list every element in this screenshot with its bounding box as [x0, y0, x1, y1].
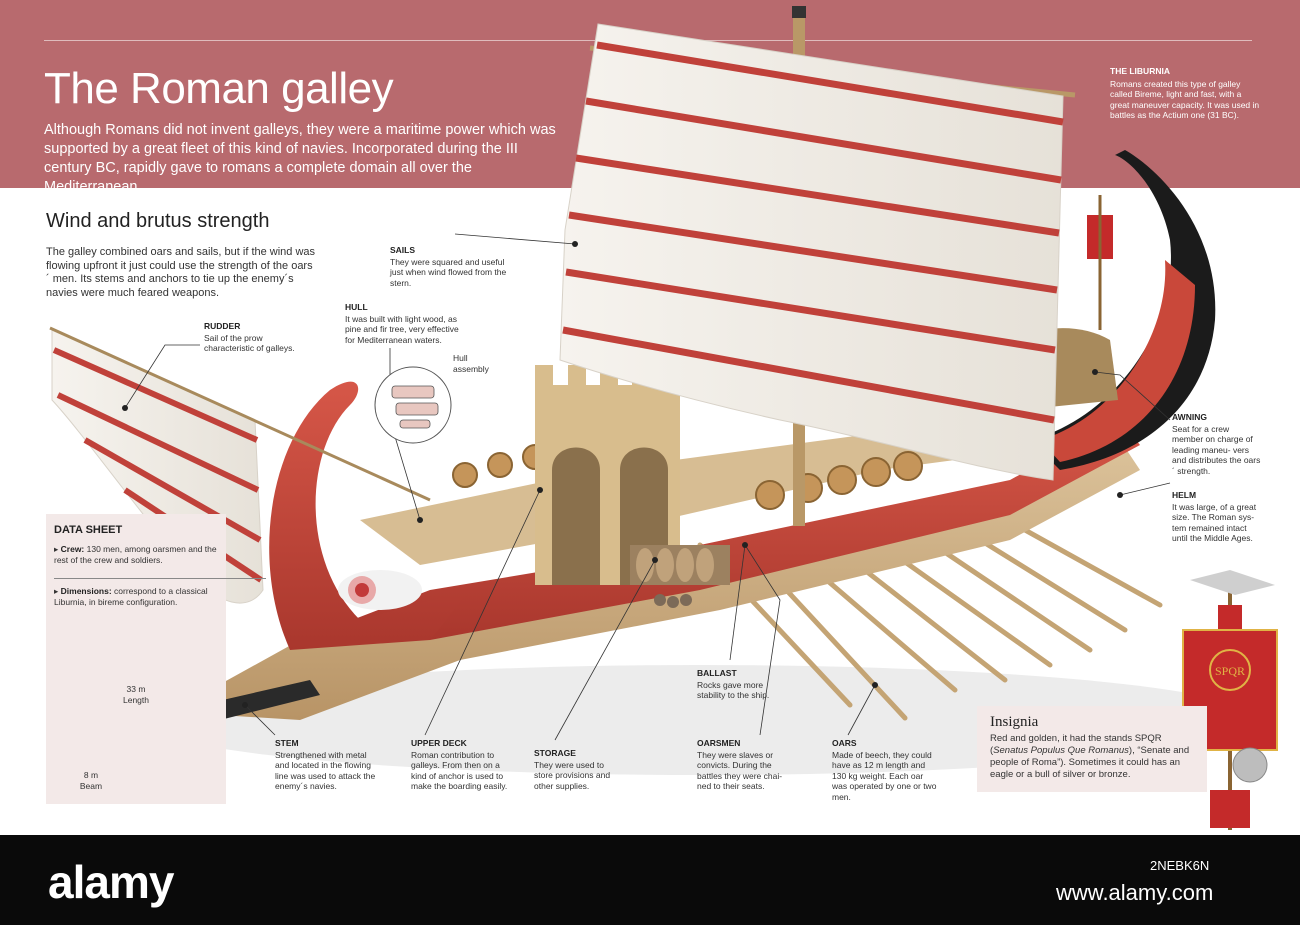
length-label: Length: [123, 695, 149, 705]
galley-illustration: SPQR: [49, 6, 1278, 830]
length-value: 33 m: [126, 684, 146, 694]
beam-value: 8 m: [83, 770, 99, 780]
data-sheet: DATA SHEET ▸ Crew: 130 men, among oarsme…: [46, 514, 266, 804]
stock-url: www.alamy.com: [1056, 880, 1214, 905]
image-id: 2NEBK6N: [1150, 858, 1210, 873]
prow-spar: [49, 326, 431, 502]
hull-red: [300, 420, 1140, 640]
data-sheet-divider: [54, 578, 266, 579]
mast-top: [792, 6, 806, 18]
page-title: The Roman galley: [44, 64, 394, 113]
data-sheet-heading: DATA SHEET: [54, 524, 123, 536]
label-hull-assembly: Hull assembly: [453, 353, 489, 374]
insignia-box: Insignia Red and golden, it had the stan…: [977, 706, 1207, 792]
section-text: The galley combined oars and sails, but …: [46, 246, 316, 299]
insignia-heading: Insignia: [990, 714, 1039, 730]
stern-red: [1040, 260, 1195, 462]
footer-bar: [0, 835, 1300, 925]
main-sail-stripes: [562, 41, 1064, 424]
leader-dots: [122, 241, 1123, 708]
intro-text: Although Romans did not invent galleys, …: [44, 122, 556, 195]
ballast-rocks: [654, 594, 692, 608]
stern-post: [1030, 150, 1216, 470]
brand-logo: alamy: [48, 856, 174, 908]
beam-label: Beam: [79, 781, 103, 791]
liburnia-text: Romans created this type of galley calle…: [1110, 78, 1260, 121]
data-sheet-dimensions: ▸ Dimensions: correspond to a classical …: [54, 586, 208, 607]
spqr-banner-text: SPQR: [1215, 664, 1245, 678]
data-sheet-crew: ▸ Crew: 130 men, among oarsmen and the r…: [54, 544, 217, 565]
insignia-text: Red and golden, it had the stands SPQR (…: [990, 733, 1190, 780]
tower: [535, 365, 680, 585]
hull-assembly-inset: [374, 366, 452, 444]
deck: [360, 420, 1030, 565]
liburnia-note: THE LIBURNIA Romans created this type of…: [1110, 66, 1260, 121]
insignia-standard: SPQR: [1182, 570, 1278, 830]
liburnia-heading: THE LIBURNIA: [1110, 66, 1170, 76]
storage-barrels: [630, 545, 730, 585]
section-heading: Wind and brutus strength: [46, 210, 270, 232]
